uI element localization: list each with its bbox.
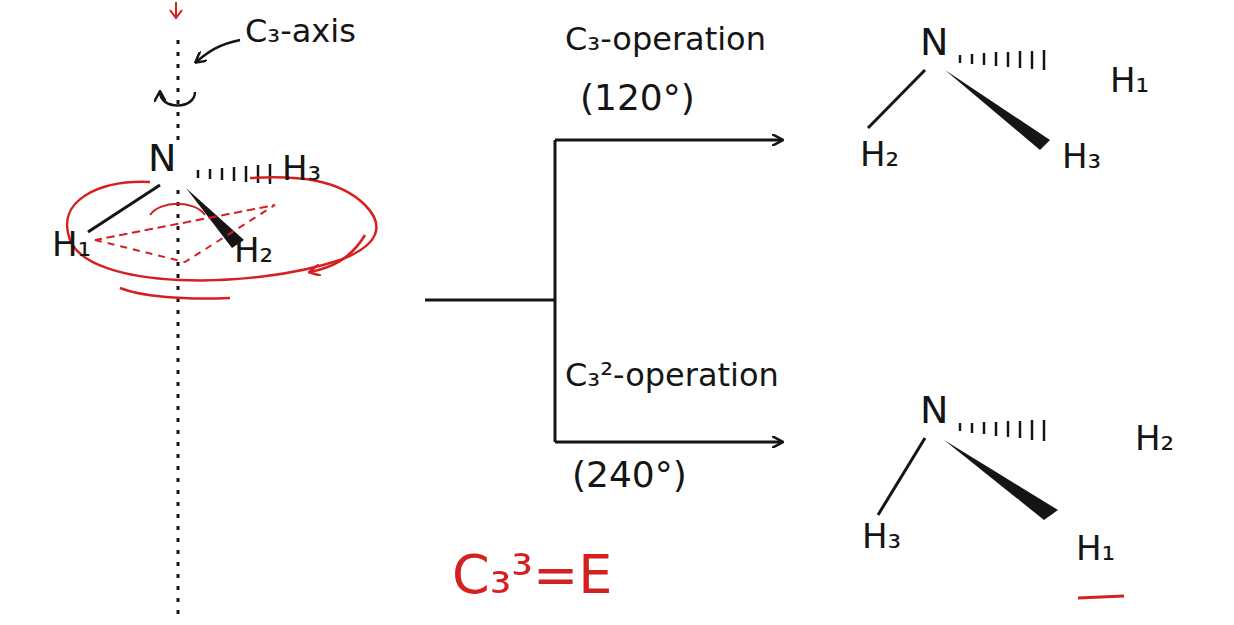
atom-label: H₃ bbox=[862, 518, 901, 555]
atom-label: H₁ bbox=[1076, 530, 1115, 567]
axis-label: C₃-axis bbox=[245, 14, 356, 49]
operation-label: C₃-operation bbox=[565, 22, 766, 57]
atom-label: N bbox=[148, 138, 176, 180]
identity-equation: C₃³=E bbox=[452, 545, 612, 604]
atom-label: H₁ bbox=[52, 226, 91, 263]
atom-label: N bbox=[920, 22, 948, 64]
atom-label: H₂ bbox=[1135, 420, 1174, 457]
angle-label: (120°) bbox=[580, 78, 695, 118]
atom-label: N bbox=[920, 390, 948, 432]
atom-label: H₁ bbox=[1110, 62, 1149, 99]
atom-label: H₂ bbox=[234, 232, 273, 269]
operation-label: C₃²-operation bbox=[565, 358, 779, 393]
atom-label: H₃ bbox=[282, 150, 321, 187]
atom-label: H₂ bbox=[860, 136, 899, 173]
angle-label: (240°) bbox=[572, 455, 687, 495]
atom-label: H₃ bbox=[1062, 138, 1101, 175]
